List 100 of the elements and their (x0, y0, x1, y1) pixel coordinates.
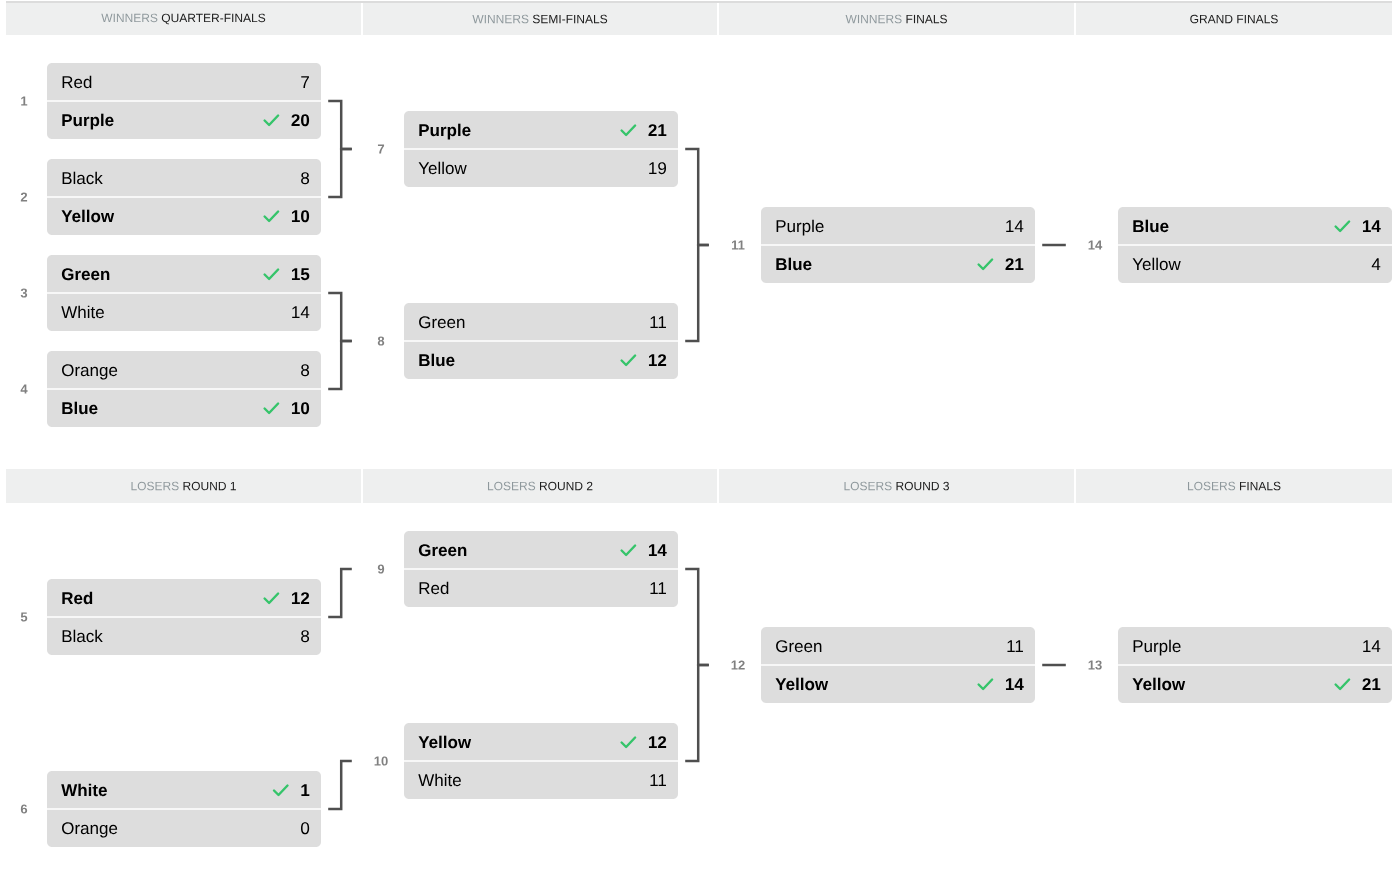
team-name: Green (418, 544, 467, 557)
bracket-line (1042, 663, 1066, 667)
node-label: LOSERS (1187, 481, 1236, 491)
score: 12 (648, 354, 667, 366)
team-name: Blue (1133, 219, 1169, 233)
team-name: White (61, 783, 107, 797)
match-number: 8 (377, 336, 385, 346)
team-name: Purple (419, 123, 471, 140)
score: 4 (1371, 258, 1381, 270)
team-name: Purple (776, 219, 824, 236)
match-number: 9 (377, 564, 385, 574)
match-number: 5 (20, 612, 28, 622)
node-label: QUARTER-FINALS (161, 13, 266, 25)
score: 14 (1005, 678, 1024, 690)
score: 8 (301, 364, 310, 377)
node-label: ROUND 2 (540, 481, 593, 491)
header-band: WINNERS SEMI-FINALS (363, 3, 717, 35)
team-name: Green (419, 316, 465, 329)
score: 7 (301, 76, 309, 88)
match-number: 3 (20, 288, 28, 298)
team-name: White (418, 773, 461, 787)
bracket-line (328, 147, 352, 199)
node-label: ROUND 1 (183, 481, 236, 491)
bracket-line (685, 663, 709, 763)
score: 12 (648, 736, 667, 748)
node-label: LOSERS (131, 481, 179, 491)
team-name: Purple (1133, 639, 1181, 656)
bracket-line (328, 759, 352, 811)
team-name: Yellow (1132, 257, 1181, 271)
score: 8 (301, 172, 310, 185)
score: 19 (649, 162, 666, 175)
node-label: WINNERS (472, 14, 529, 24)
score: 12 (291, 592, 310, 604)
score: 14 (1006, 220, 1024, 232)
team-name: Purple (62, 113, 114, 130)
score: 11 (650, 774, 666, 786)
match-number: 1 (21, 96, 28, 106)
bracket-line (328, 339, 352, 391)
header-band: LOSERS ROUND 2 (363, 469, 717, 503)
match-number: 14 (1088, 240, 1103, 250)
header-band: LOSERS ROUND 1 (6, 469, 361, 503)
team-name: Blue (419, 353, 455, 367)
score: 1 (301, 784, 310, 796)
score: 11 (650, 316, 666, 328)
node-label: SEMI-FINALS (532, 14, 608, 24)
team-name: Yellow (61, 209, 115, 223)
team-name: Red (62, 591, 93, 605)
bracket-line (685, 243, 709, 343)
header-band: WINNERS FINALS (719, 3, 1074, 35)
score: 11 (650, 582, 666, 594)
team-name: Green (61, 268, 110, 281)
node-label: FINALS (906, 14, 947, 24)
match-number: 4 (20, 384, 28, 394)
team-name: Red (419, 581, 449, 595)
team-name: Black (62, 629, 103, 643)
score: 14 (648, 544, 667, 556)
score: 14 (292, 306, 310, 318)
team-name: Blue (62, 401, 98, 415)
node-label: WINNERS (845, 14, 902, 24)
score: 8 (301, 630, 310, 643)
team-name: Red (62, 75, 92, 89)
score: 21 (1005, 258, 1024, 270)
team-name: Black (62, 171, 103, 185)
match-number: 10 (374, 756, 388, 766)
team-name: Orange (62, 364, 118, 380)
score: 21 (1362, 678, 1381, 690)
score: 14 (1363, 640, 1381, 652)
header-band: WINNERS QUARTER-FINALS (6, 3, 361, 35)
node-label: LOSERS (844, 481, 892, 491)
score: 11 (1007, 640, 1023, 652)
match-number: 7 (377, 144, 385, 154)
team-name: Orange (62, 822, 118, 838)
bracket-line (1042, 243, 1066, 247)
header-band: LOSERS FINALS (1076, 469, 1392, 503)
score: 10 (291, 210, 310, 223)
match-number: 11 (731, 240, 745, 250)
match-number: 12 (731, 660, 745, 670)
score: 21 (648, 124, 667, 136)
score: 10 (291, 402, 310, 415)
score: 14 (1362, 220, 1381, 232)
team-name: Yellow (418, 735, 472, 749)
node-label: LOSERS (487, 481, 536, 491)
header-band: GRAND FINALS (1076, 3, 1392, 35)
node-label: GRAND FINALS (1190, 14, 1278, 24)
score: 20 (291, 114, 310, 127)
match-number: 13 (1088, 660, 1102, 670)
score: 0 (301, 822, 310, 835)
match-number: 2 (20, 192, 28, 202)
team-name: White (61, 305, 104, 319)
team-name: Yellow (418, 161, 467, 175)
node-label: FINALS (1240, 481, 1281, 491)
header-band: LOSERS ROUND 3 (719, 469, 1074, 503)
bracket-line (328, 567, 352, 619)
team-name: Blue (776, 257, 812, 271)
team-name: Yellow (1132, 677, 1186, 691)
team-name: Yellow (775, 677, 829, 691)
node-label: WINNERS (101, 13, 158, 23)
score: 15 (291, 268, 310, 281)
team-name: Green (776, 640, 822, 653)
node-label: ROUND 3 (896, 481, 949, 491)
